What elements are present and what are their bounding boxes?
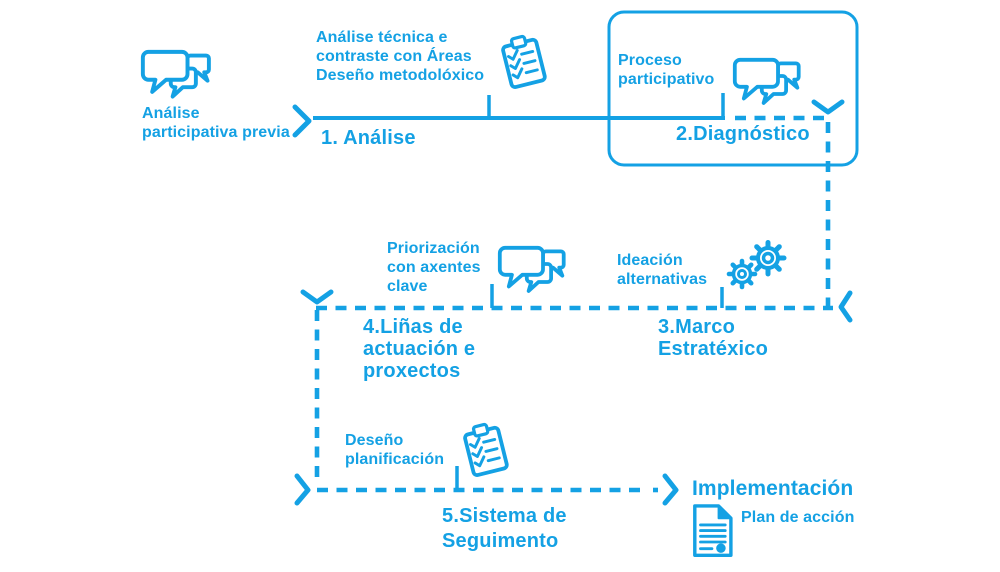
chat-bubbles-icon bbox=[732, 57, 801, 105]
stage-2-diagnostico-label: 2.Diagnóstico bbox=[676, 123, 810, 145]
flow-chevron-left-1 bbox=[838, 290, 853, 323]
flow-chevron-down-2 bbox=[300, 289, 334, 305]
plan-de-accion-label: Plan de acción bbox=[741, 509, 855, 526]
checklist-clipboard-icon bbox=[499, 31, 548, 90]
annotation-deseno-planificacion: Deseño planificación bbox=[345, 432, 445, 468]
gears-icon bbox=[726, 240, 787, 290]
stage-3-marco-label: 3.Marco Estratéxico bbox=[658, 316, 769, 360]
chat-bubbles-icon bbox=[140, 49, 211, 99]
stage-4-linas-label: 4.Liñas de actuación e proxectos bbox=[363, 316, 476, 382]
annotation-priorizacion: Priorización con axentes clave bbox=[387, 240, 481, 295]
stage-5-sistema-label: 5.Sistema de Seguimento bbox=[442, 505, 567, 552]
checklist-clipboard-icon bbox=[461, 419, 510, 478]
annotation-analise-previa: Análise participativa previa bbox=[142, 105, 290, 141]
flow-arrow-implementacion bbox=[662, 473, 679, 506]
annotation-proceso-participativo: Proceso participativo bbox=[618, 52, 715, 88]
stage-1-analise-label: 1. Análise bbox=[321, 127, 416, 149]
chat-bubbles-icon bbox=[497, 245, 566, 293]
annotation-analise-tecnica: Análise técnica e contraste con Áreas De… bbox=[316, 29, 485, 84]
flow-chevron-down-1 bbox=[811, 99, 845, 115]
diagnostico-highlight-box bbox=[607, 10, 859, 167]
flow-chevron-right-start bbox=[292, 104, 312, 138]
annotation-ideacion: Ideación alternativas bbox=[617, 252, 708, 288]
flow-chevron-right-2 bbox=[294, 473, 311, 506]
action-plan-document-icon bbox=[693, 504, 733, 558]
implementacion-label: Implementación bbox=[692, 477, 854, 500]
